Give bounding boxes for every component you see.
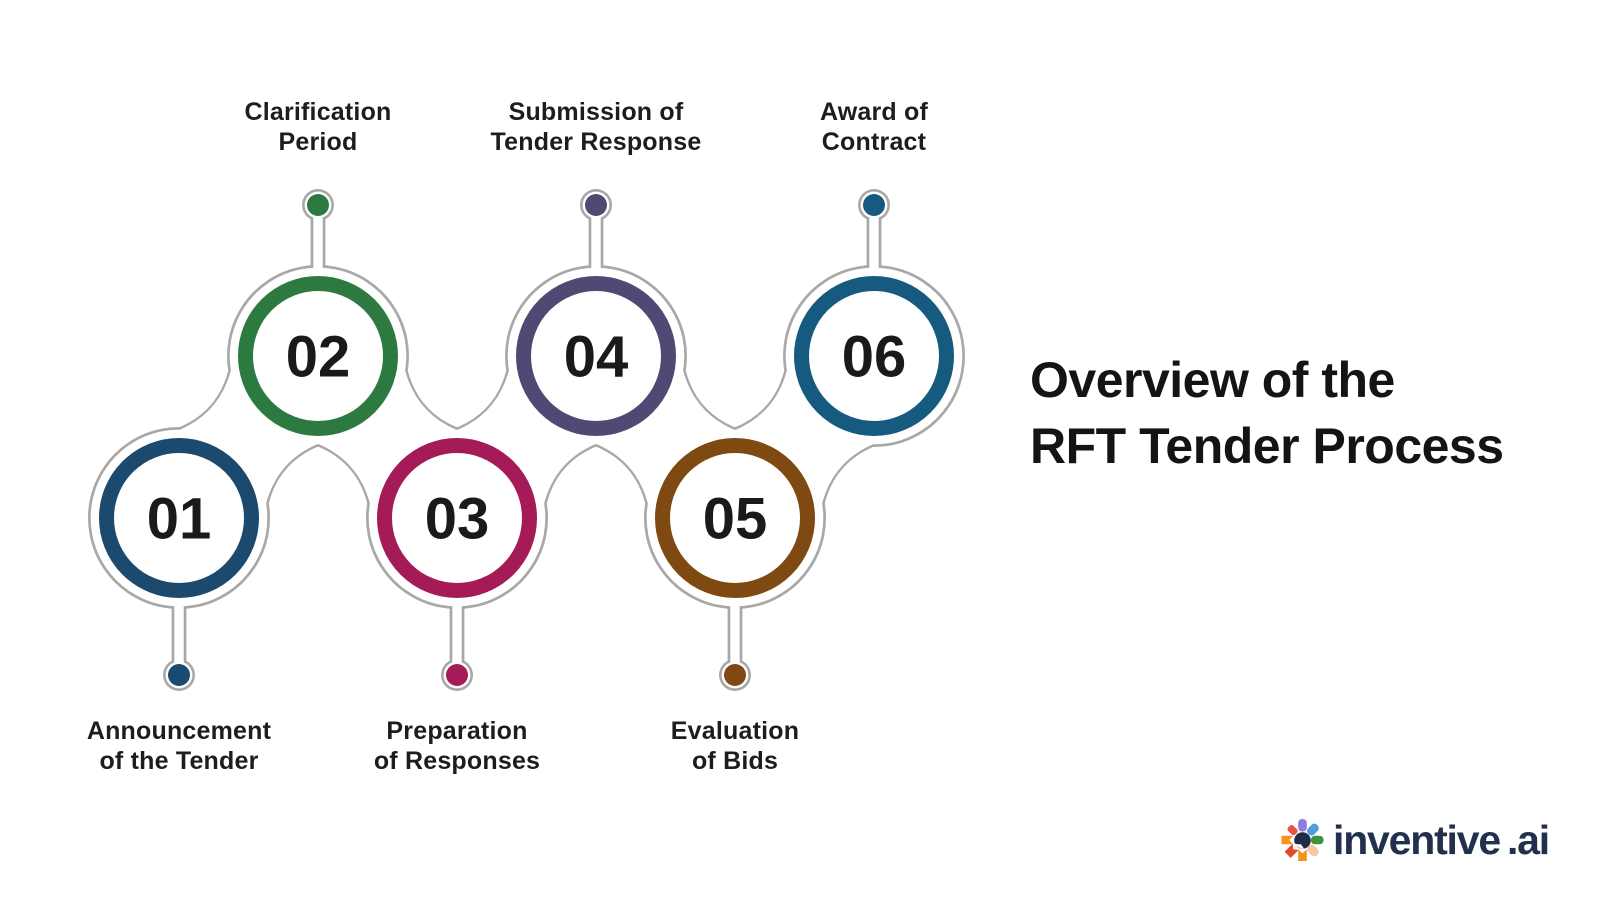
page-title-line2: RFT Tender Process [1030, 418, 1504, 474]
step-ring-03 [377, 438, 537, 598]
step-ring-02 [238, 276, 398, 436]
logo-center-tail [1294, 843, 1304, 849]
logo-petal-left [1281, 835, 1293, 845]
logo-petal-bottom-right [1307, 844, 1319, 857]
connector-neck-inner [736, 370, 873, 504]
logo-petal-top [1298, 819, 1307, 832]
connector-neck-inner [319, 370, 456, 504]
step-node-01: 01 [99, 438, 259, 686]
brand-name: inventive [1333, 816, 1501, 863]
step-node-06: 06 [794, 194, 954, 436]
step-number-05: 05 [703, 487, 768, 552]
step-ring-04 [516, 276, 676, 436]
step-number-04: 04 [564, 325, 629, 390]
inventive-flower-icon [1281, 819, 1324, 861]
logo-petal-top-right [1307, 823, 1319, 836]
logo-petal-bottom [1298, 849, 1307, 861]
step-ring-01 [99, 438, 259, 598]
connector-neck-inner [180, 370, 317, 504]
logo-petal-right [1311, 835, 1324, 845]
step-dot-05 [724, 664, 746, 686]
step-node-04: 04 [516, 194, 676, 436]
step-number-02: 02 [286, 325, 351, 390]
connector-neck-inner [458, 370, 595, 504]
page-title-line1: Overview of the [1030, 352, 1395, 408]
brand-logo-text: inventive.ai [1333, 816, 1550, 864]
step-dot-02 [307, 194, 329, 216]
step-number-01: 01 [147, 487, 212, 552]
logo-center-dot [1294, 832, 1311, 849]
brand-logo: inventive.ai [1279, 812, 1550, 868]
step-dot-01 [168, 664, 190, 686]
page-title: Overview of the RFT Tender Process [1030, 347, 1504, 479]
logo-petal-top-left [1287, 824, 1298, 836]
step-ring-05 [655, 438, 815, 598]
step-dot-06 [863, 194, 885, 216]
logo-petal-bottom-left [1284, 843, 1299, 858]
step-node-02: 02 [238, 194, 398, 436]
step-number-06: 06 [842, 325, 907, 390]
step-ring-06 [794, 276, 954, 436]
step-number-03: 03 [425, 487, 490, 552]
connector-neck-inner [597, 370, 734, 504]
step-dot-03 [446, 664, 468, 686]
step-dot-04 [585, 194, 607, 216]
step-node-03: 03 [377, 438, 537, 686]
brand-suffix: .ai [1506, 816, 1550, 863]
step-node-05: 05 [655, 438, 815, 686]
